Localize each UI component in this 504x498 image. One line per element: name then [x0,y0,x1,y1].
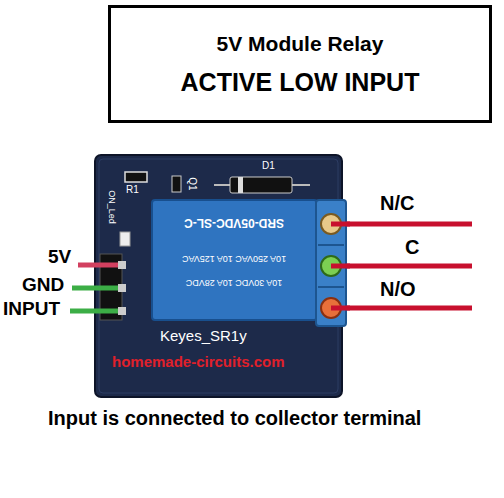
terminal-label: N/O [380,278,416,300]
transistor-q1 [172,176,181,192]
relay-model: SRD-05VDC-SL-C [184,215,284,228]
resistor-r1 [125,172,147,182]
subtitle-line: ACTIVE LOW INPUT [181,68,420,97]
input-wire [70,309,126,314]
terminal-label: C [405,236,419,258]
diode-d1 [230,177,292,193]
led-label: ON_Led [106,190,116,224]
on-led [120,232,130,246]
gnd-wire [72,286,126,291]
board-name: Keyes_SR1y [160,328,247,345]
title-line: 5V Module Relay [217,32,384,56]
pin-label: 5V [48,247,71,268]
pin-label: INPUT [3,299,60,320]
relay-rating: 10A 30VDC 10A 28VDC [186,277,283,287]
title-box: 5V Module RelayACTIVE LOW INPUT [108,5,492,123]
part-name: Q1 [187,177,198,190]
pcb-board [95,155,342,397]
part-name: R1 [126,184,139,195]
watermark: homemade-circuits.com [112,354,285,371]
part-name: D1 [262,160,275,171]
output-wires [330,224,472,308]
pin-label: GND [22,275,64,296]
caption-note: Input is connected to collector terminal [48,404,478,433]
terminal-label: N/C [380,192,414,214]
relay-rating: 10A 250VAC 10A 125VAC [182,253,286,263]
relay-body [152,200,317,320]
